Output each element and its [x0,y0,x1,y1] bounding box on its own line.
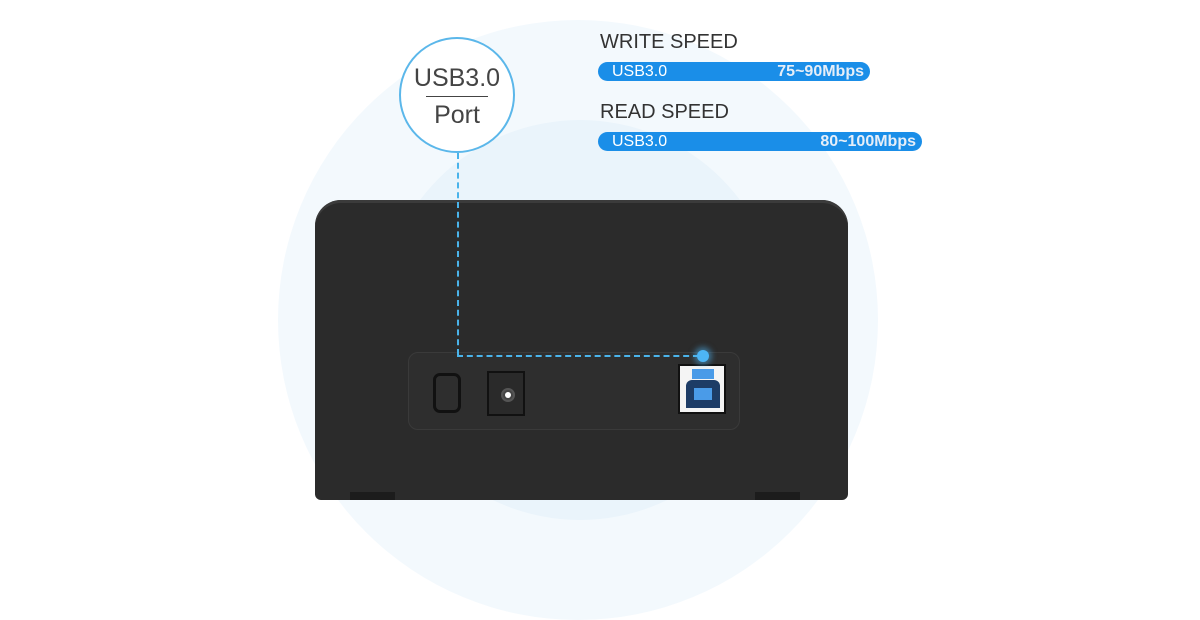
read-speed-label: READ SPEED [600,101,729,123]
read-speed-bar: USB3.0 80~100Mbps [598,132,922,151]
badge-line1: USB3.0 [413,64,501,92]
callout-dot [697,350,709,362]
dc-power-jack [487,371,525,416]
callout-line-horizontal [457,355,699,357]
write-speed-value: 75~90Mbps [777,63,864,80]
read-speed-value: 80~100Mbps [820,133,916,150]
foot-left [350,492,395,500]
write-speed-label: WRITE SPEED [600,31,738,53]
usb3-b-port-icon [678,364,726,414]
docking-station [315,200,848,500]
power-button [433,373,461,413]
read-interface: USB3.0 [612,133,668,150]
write-speed-bar: USB3.0 75~90Mbps [598,62,870,81]
badge-line2: Port [434,101,480,129]
foot-right [755,492,800,500]
write-interface: USB3.0 [612,63,668,80]
callout-line-vertical [457,153,459,355]
usb-port-badge: USB3.0 Port [399,37,515,153]
